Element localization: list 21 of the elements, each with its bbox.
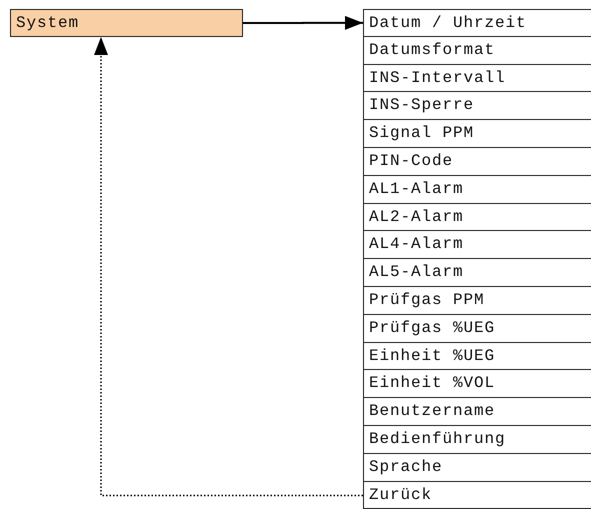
menu-item: Einheit %UEG: [363, 342, 591, 370]
menu-item: Datumsformat: [363, 36, 591, 65]
menu-item: Einheit %VOL: [363, 370, 591, 398]
menu-item: Zurück: [363, 482, 591, 509]
menu-item: PIN-Code: [363, 148, 591, 176]
menu-item: Prüfgas PPM: [363, 287, 591, 315]
arrow: [94, 37, 363, 496]
menu-box: System: [10, 9, 243, 37]
menu-item: Datum / Uhrzeit: [363, 9, 591, 37]
menu-item: INS-Intervall: [363, 64, 591, 92]
menu-item: Bedienführung: [363, 426, 591, 454]
menu-item: Benutzername: [363, 398, 591, 426]
arrow: [243, 16, 363, 30]
menu-item: AL2-Alarm: [363, 204, 591, 232]
menu-item: Sprache: [363, 454, 591, 482]
menu-item: Signal PPM: [363, 120, 591, 148]
menu-item: AL4-Alarm: [363, 231, 591, 260]
menu-item: INS-Sperre: [363, 92, 591, 120]
menu-item: Prüfgas %UEG: [363, 314, 591, 343]
menu-item: AL1-Alarm: [363, 176, 591, 204]
menu-item: AL5-Alarm: [363, 259, 591, 287]
